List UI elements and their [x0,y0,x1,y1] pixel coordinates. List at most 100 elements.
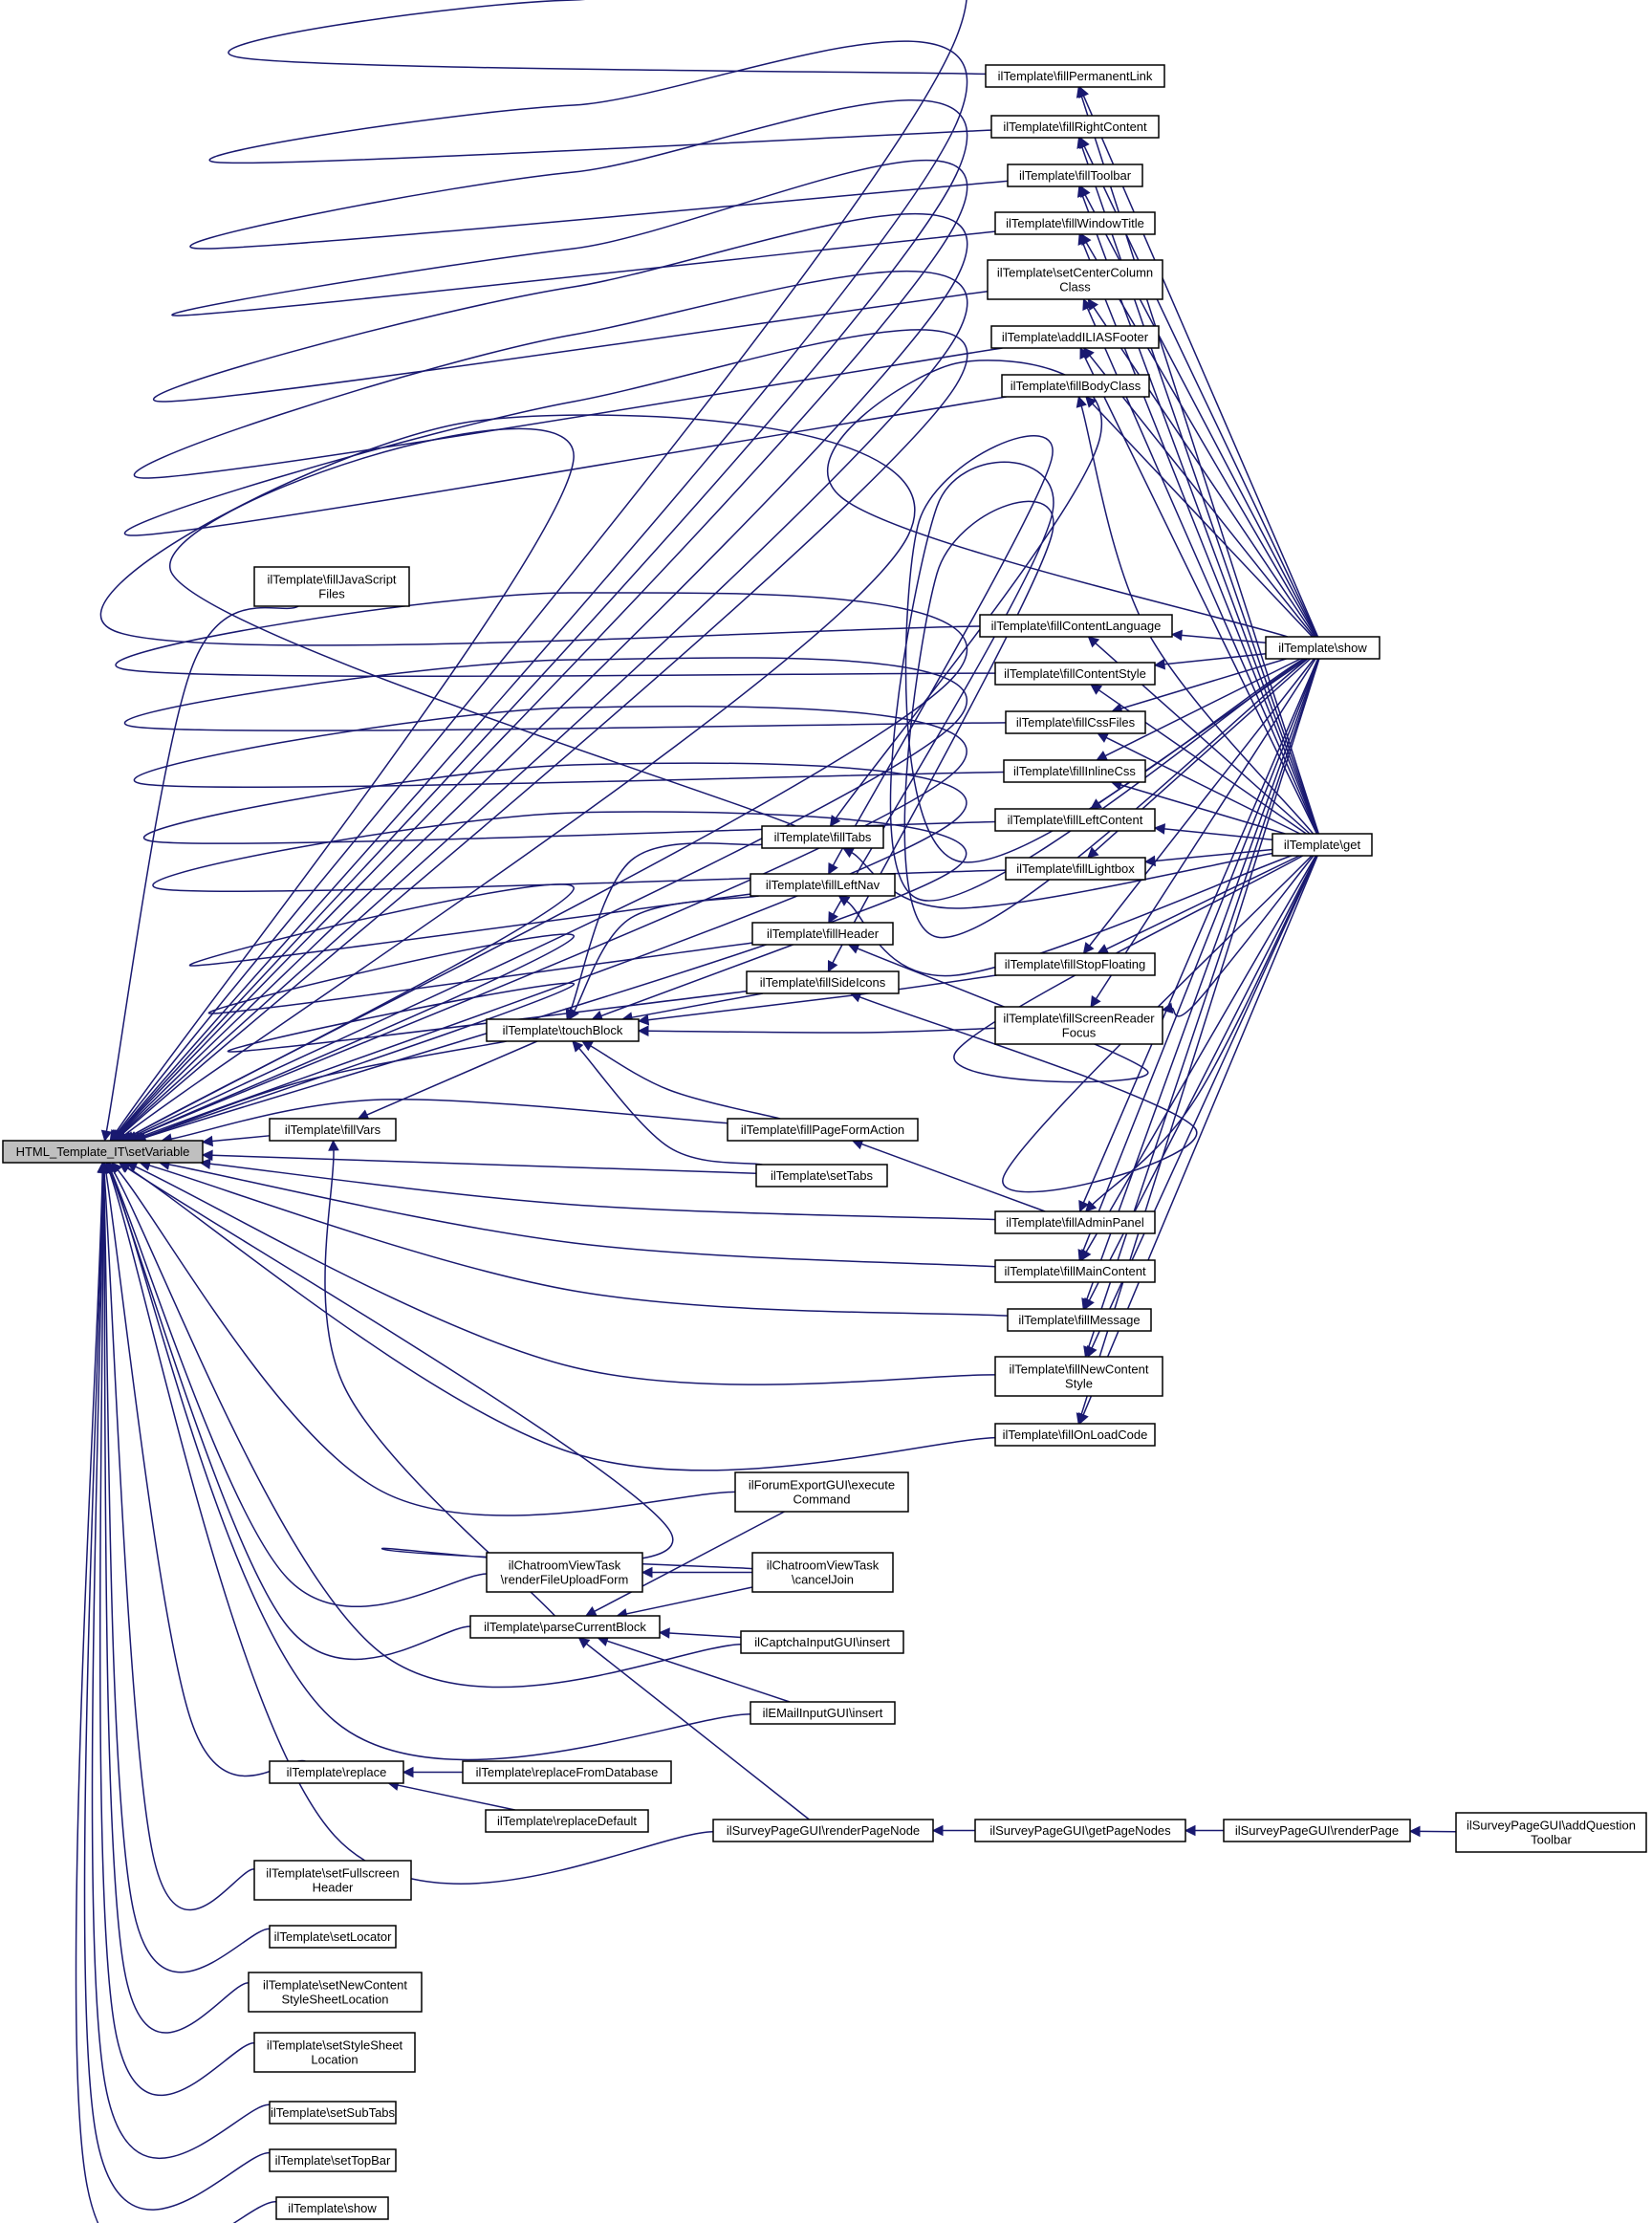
node-fillAdminPanel[interactable]: ilTemplate\fillAdminPanel [994,1210,1156,1234]
node-box [994,808,1156,832]
edge-setCenterColumnClass-to-root [120,212,989,1135]
node-fillSideIcons[interactable]: ilTemplate\fillSideIcons [746,970,900,994]
node-fillPermanentLink[interactable]: ilTemplate\fillPermanentLink [985,64,1165,88]
node-replace[interactable]: ilTemplate\replace [269,1760,404,1784]
arrowhead-fillScreenReaderFocus-to-touchBlock [637,1025,649,1037]
edge-renderPageNode-to-parseCurrentBlock [585,1643,810,1820]
node-touchBlock[interactable]: ilTemplate\touchBlock [486,1018,640,1042]
node-label: ilTemplate\setTabs [771,1168,873,1183]
edge-fillInlineCss-to-root [133,706,1005,1138]
node-fillInlineCss[interactable]: ilTemplate\fillInlineCss [1003,759,1146,783]
node-label: ilTemplate\fillSideIcons [760,975,886,990]
edge-fillAdminPanel-to-fillPageFormAction [860,1143,1046,1212]
edge-show_r-to-fillOnLoadCode [1080,658,1320,1415]
arrowhead-get-to-fillMainContent [1080,1249,1092,1261]
node-fillToolbar[interactable]: ilTemplate\fillToolbar [1007,163,1143,187]
edge-forumExecute-to-parseCurrentBlock [594,1511,785,1613]
edge-fillMainContent-to-root [168,1164,996,1268]
node-fillMessage[interactable]: ilTemplate\fillMessage [1007,1308,1152,1332]
arrowhead-get-to-fillNewContentStyle [1086,1345,1098,1359]
node-setTabs[interactable]: ilTemplate\setTabs [755,1164,888,1188]
node-fillStopFloating[interactable]: ilTemplate\fillStopFloating [994,952,1156,976]
node-label: ilTemplate\fillLeftNav [766,878,880,892]
node-label: ilTemplate\fillStopFloating [1005,957,1145,971]
node-label: ilTemplate\replaceDefault [497,1814,637,1828]
arrowhead-fillJavaScriptFiles-to-root [100,1129,113,1143]
node-setLocator[interactable]: ilTemplate\setLocator [269,1925,397,1949]
node-label: ilTemplate\parseCurrentBlock [484,1620,646,1634]
node-box [275,2196,389,2220]
node-label: ilSurveyPageGUI\addQuestion [1467,1819,1636,1833]
node-setTopBar[interactable]: ilTemplate\setTopBar [269,2148,397,2172]
node-renderPage[interactable]: ilSurveyPageGUI\renderPage [1223,1819,1411,1842]
node-box [994,662,1156,686]
node-fillRightContent[interactable]: ilTemplate\fillRightContent [990,115,1160,139]
node-label: ilTemplate\fillRightContent [1003,120,1147,134]
node-cancelJoin[interactable]: ilChatroomViewTask\cancelJoin [751,1552,894,1593]
edge-show_r-to-addILIASFooter [1089,355,1315,638]
node-box [1007,163,1143,187]
node-parseCurrentBlock[interactable]: ilTemplate\parseCurrentBlock [469,1615,661,1639]
node-label: Toolbar [1531,1833,1572,1847]
node-fillLeftContent[interactable]: ilTemplate\fillLeftContent [994,808,1156,832]
node-fillContentLanguage[interactable]: ilTemplate\fillContentLanguage [979,614,1173,638]
node-getPageNodes[interactable]: ilSurveyPageGUI\getPageNodes [974,1819,1186,1842]
node-show_l[interactable]: ilTemplate\show [275,2196,389,2220]
node-renderFileUploadForm[interactable]: ilChatroomViewTask\renderFileUploadForm [486,1552,643,1593]
edge-setTopBar-to-root [83,1171,271,2211]
node-get[interactable]: ilTemplate\get [1272,833,1373,857]
node-root[interactable]: HTML_Template_IT\setVariable [2,1140,204,1164]
node-fillContentStyle[interactable]: ilTemplate\fillContentStyle [994,662,1156,686]
node-setSubTabs[interactable]: ilTemplate\setSubTabs [269,2101,397,2125]
edge-show_l-to-root [75,1171,277,2223]
node-label: ilCaptchaInputGUI\insert [754,1635,890,1649]
node-box [746,970,900,994]
edge-replaceDefault-to-replace [397,1784,515,1811]
node-fillLeftNav[interactable]: ilTemplate\fillLeftNav [750,873,896,897]
node-addILIASFooter[interactable]: ilTemplate\addILIASFooter [990,325,1160,349]
arrowhead-get-to-fillToolbar [1076,185,1088,198]
node-fillOnLoadCode[interactable]: ilTemplate\fillOnLoadCode [994,1423,1156,1447]
node-replaceDefault[interactable]: ilTemplate\replaceDefault [485,1809,649,1833]
edge-show_r-to-fillInlineCss [1104,658,1301,757]
node-box [990,115,1160,139]
node-emailInsert[interactable]: ilEMailInputGUI\insert [750,1701,896,1725]
node-fillLightbox[interactable]: ilTemplate\fillLightbox [1005,857,1146,881]
node-fillCssFiles[interactable]: ilTemplate\fillCssFiles [1005,710,1146,734]
node-fillVars[interactable]: ilTemplate\fillVars [269,1118,397,1142]
node-box [985,64,1165,88]
node-captchaInsert[interactable]: ilCaptchaInputGUI\insert [740,1630,904,1654]
node-label: ilTemplate\fillContentStyle [1004,666,1146,681]
edge-fillTabs-to-root [115,427,796,1134]
edge-fillSideIcons-to-touchBlock [631,992,764,1018]
node-label: ilTemplate\fillJavaScript [267,573,396,587]
node-label: ilTemplate\fillToolbar [1019,168,1132,183]
edge-setNewContentStyleSheetLocation-to-root [102,1171,250,2034]
node-replaceFromDatabase[interactable]: ilTemplate\replaceFromDatabase [462,1760,672,1784]
node-setNewContentStyleSheetLocation[interactable]: ilTemplate\setNewContentStyleSheetLocati… [248,1972,423,2013]
node-fillBodyClass[interactable]: ilTemplate\fillBodyClass [1001,374,1150,398]
node-fillTabs[interactable]: ilTemplate\fillTabs [761,825,884,849]
edge-show_r-to-fillMessage [1085,658,1320,1300]
node-fillWindowTitle[interactable]: ilTemplate\fillWindowTitle [994,211,1156,235]
node-label: ilTemplate\setSubTabs [271,2105,396,2120]
node-box [248,1972,423,2013]
node-fillPageFormAction[interactable]: ilTemplate\fillPageFormAction [727,1118,919,1142]
node-box [734,1471,909,1513]
node-box [994,952,1156,976]
node-box [1001,374,1150,398]
node-show_r[interactable]: ilTemplate\show [1265,636,1380,660]
node-fillMainContent[interactable]: ilTemplate\fillMainContent [994,1259,1156,1283]
node-renderPageNode[interactable]: ilSurveyPageGUI\renderPageNode [712,1819,934,1842]
edge-get-to-fillLightbox [1154,848,1273,862]
node-box [974,1819,1186,1842]
node-fillHeader[interactable]: ilTemplate\fillHeader [751,922,894,946]
